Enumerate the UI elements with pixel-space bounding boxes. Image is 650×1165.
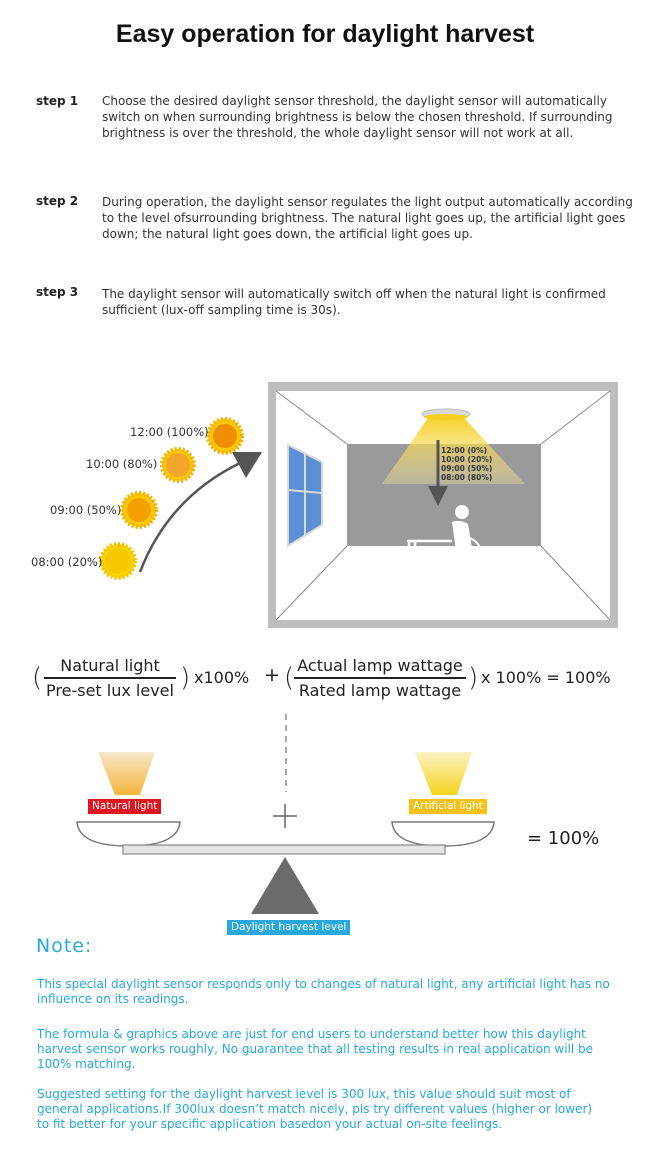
person-icon <box>423 505 486 591</box>
formula-multiplier-1: x100% <box>194 668 250 687</box>
step-3-text: The daylight sensor will automatically s… <box>102 287 606 317</box>
step-2-text: During operation, the daylight sensor re… <box>102 195 633 241</box>
lamp-level-0800: 08:00 (80%) <box>441 473 493 482</box>
formula-numerator-2: Actual lamp wattage <box>297 656 463 675</box>
step-3-label: step 3 <box>36 285 79 299</box>
sun-icon-1000 <box>160 447 196 483</box>
lamp-level-1000: 10:00 (20%) <box>441 455 493 464</box>
right-pan <box>391 821 495 847</box>
formula-denominator-2: Rated lamp wattage <box>298 681 462 700</box>
curved-arrow <box>138 461 241 573</box>
sun-icon-0900 <box>120 491 158 529</box>
note-paragraph-2: The formula & graphics above are just fo… <box>37 1027 594 1071</box>
natural-light-beam <box>98 752 155 795</box>
sun-label-1000: 10:00 (80%) <box>86 457 158 471</box>
lamp-level-0900: 09:00 (50%) <box>441 464 493 473</box>
step-2-label: step 2 <box>36 194 79 208</box>
pivot-triangle <box>251 857 319 914</box>
plus-icon <box>273 804 297 828</box>
sun-icon-1200 <box>206 417 244 455</box>
artificial-light-beam <box>415 752 472 795</box>
down-arrow-icon <box>428 486 448 506</box>
balance-graphic <box>76 714 495 914</box>
formula-numerator-1: Natural light <box>60 656 160 675</box>
formula-result: x 100% = 100% <box>481 668 611 687</box>
balance-beam <box>122 844 446 855</box>
sun-icon-0800 <box>99 542 137 580</box>
lamp-level-list: 12:00 (0%) 10:00 (20%) 09:00 (50%) 08:00… <box>441 446 492 482</box>
note-paragraph-3: Suggested setting for the daylight harve… <box>37 1087 593 1131</box>
formula-denominator-1: Pre-set lux level <box>46 681 174 700</box>
sun-label-0800: 08:00 (20%) <box>31 555 103 569</box>
note-paragraph-1: This special daylight sensor responds on… <box>37 977 610 1006</box>
daylight-illustration <box>99 382 618 628</box>
step-1-text: Choose the desired daylight sensor thres… <box>102 94 613 140</box>
window-icon <box>287 443 323 548</box>
arrow-head-icon <box>232 452 262 478</box>
balance-equals: = 100% <box>527 828 600 849</box>
step-1-label: step 1 <box>36 94 79 108</box>
left-pan <box>76 821 181 847</box>
artificial-light-badge: Artificial light <box>409 799 487 814</box>
pivot-badge: Daylight harvest level <box>227 920 351 935</box>
light-beam <box>382 418 525 484</box>
sun-label-0900: 09:00 (50%) <box>50 503 122 517</box>
lamp-level-1200: 12:00 (0%) <box>441 446 488 455</box>
formula-plus: + <box>264 664 280 686</box>
page-title: Easy operation for daylight harvest <box>115 20 535 48</box>
desk-icon <box>407 539 452 592</box>
sun-label-1200: 12:00 (100%) <box>130 425 209 439</box>
natural-light-badge: Natural light <box>88 799 162 814</box>
note-title: Note: <box>36 935 93 957</box>
